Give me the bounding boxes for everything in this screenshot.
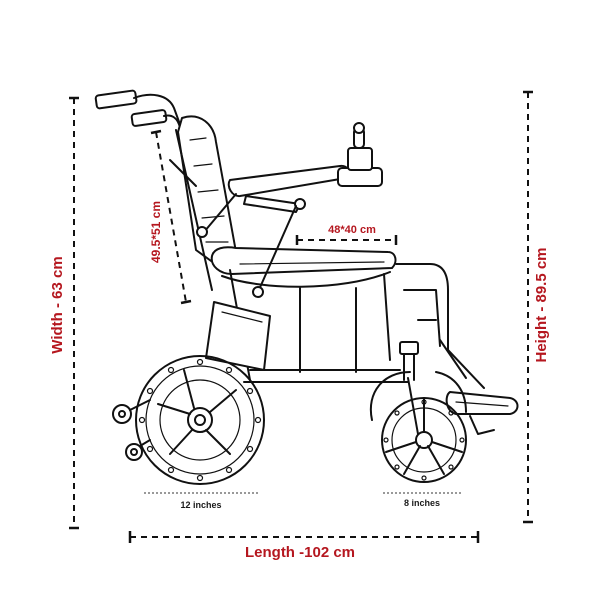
rear-wheel (135, 355, 265, 485)
battery-pack (205, 301, 271, 371)
width-label: Width - 63 cm (49, 256, 66, 353)
length-dimension-line (128, 531, 480, 543)
width-dimension-line (69, 96, 79, 530)
seat-cushion (210, 246, 397, 288)
backrest-dimension-line (150, 129, 192, 305)
length-label: Length -102 cm (245, 544, 355, 561)
rear-tire-studs (138, 358, 262, 482)
front-tire-studs (383, 399, 465, 481)
push-handles (94, 89, 183, 131)
height-label: Height - 89.5 cm (533, 247, 550, 362)
joystick-controller (337, 122, 383, 187)
wheelchair-illustration (94, 89, 519, 485)
seat-label: 48*40 cm (328, 224, 376, 236)
anti-tip-wheels (112, 399, 151, 461)
backrest-label: 49.5*51 cm (149, 201, 163, 263)
rear-wheel-label: 12 inches (180, 500, 221, 510)
front-caster-wheel (381, 341, 467, 483)
secondary-caster-wheel (369, 371, 467, 421)
seat-dimension-line (295, 235, 398, 245)
front-wheel-label: 8 inches (404, 498, 440, 508)
height-dimension-line (523, 90, 533, 524)
